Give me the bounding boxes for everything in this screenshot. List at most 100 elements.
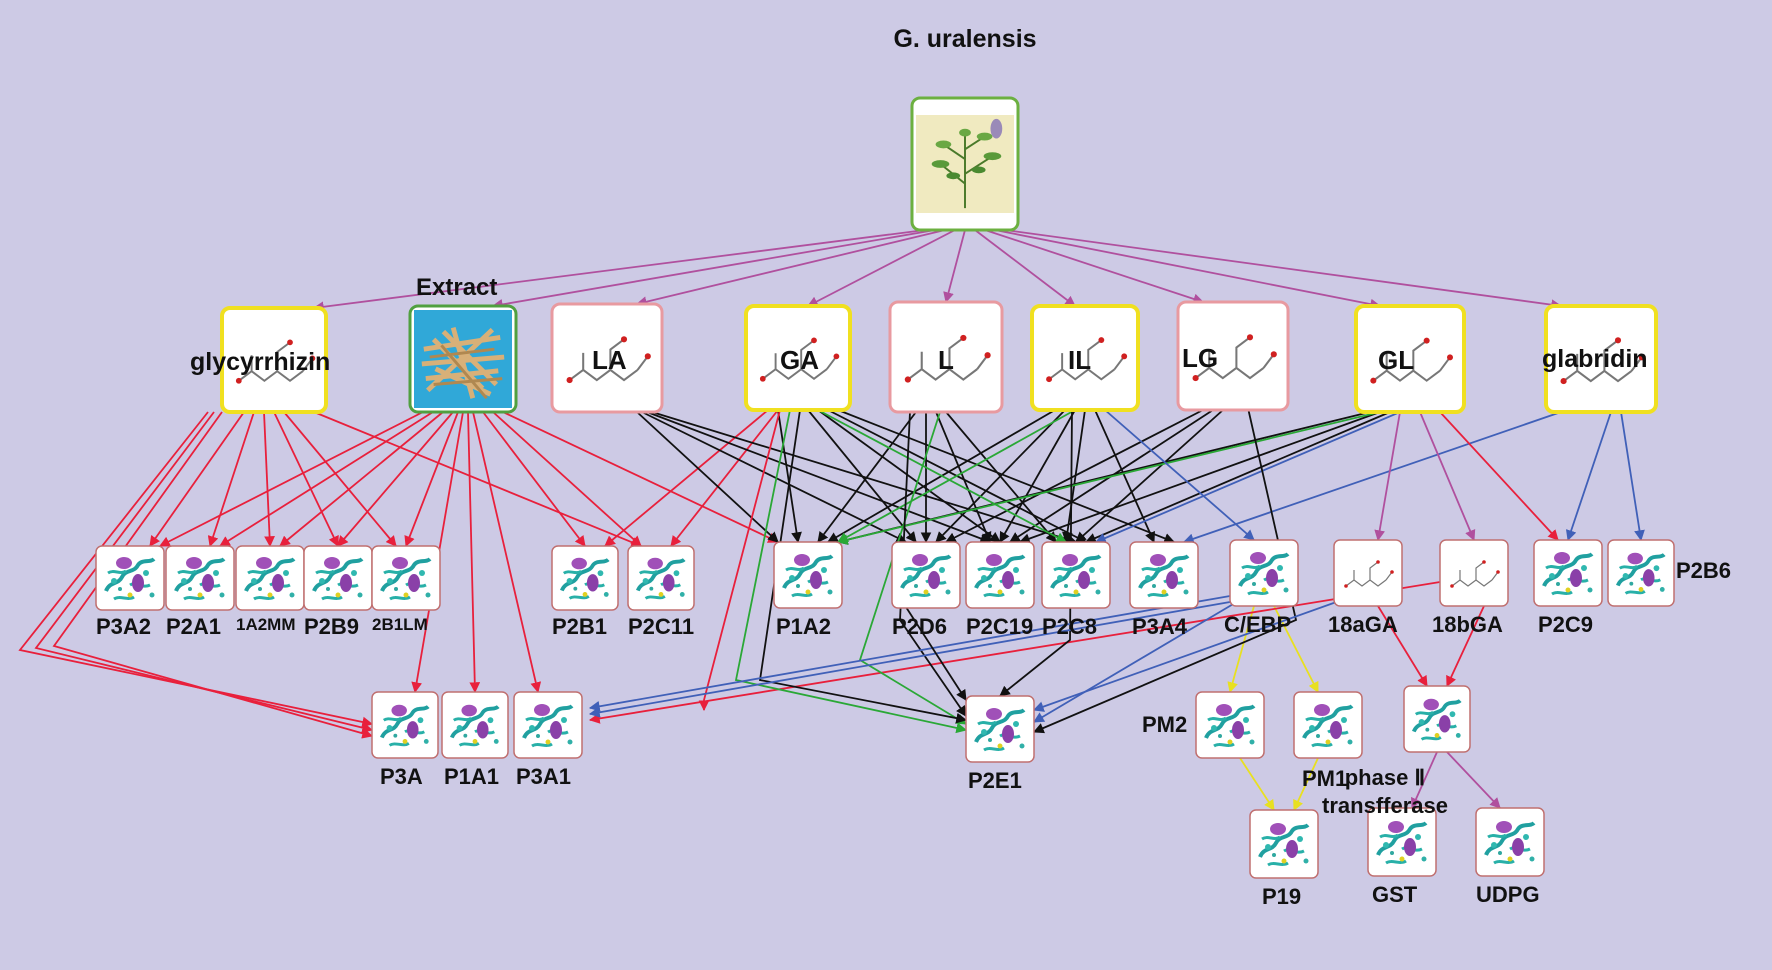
- label-p1a1: P1A1: [444, 764, 500, 789]
- herb-plant-image: [916, 113, 1014, 215]
- label-p2b1: P2B1: [552, 614, 608, 639]
- node-p2a1: [165, 545, 235, 611]
- edge-il-p2c19: [999, 409, 1076, 543]
- label-p3a: P3A: [380, 764, 423, 789]
- label-p2b1lm: 2B1LM: [372, 615, 428, 634]
- edge-root-glycyrrhizin: [312, 229, 926, 313]
- edge-ga-p2c8: [817, 409, 1067, 543]
- edge-cebp-pm2: [1227, 605, 1255, 694]
- edge-gl-p2c8: [1085, 411, 1391, 544]
- label-udpg: UDPG: [1476, 882, 1540, 907]
- edge-ga-p2d6: [807, 409, 917, 543]
- edge-glycyrrhizin-p2b1lm: [283, 411, 397, 547]
- label-lg: LG: [1182, 343, 1219, 373]
- edge-extract-p2b9: [337, 411, 454, 547]
- edge-ga-p1a2: [777, 409, 802, 544]
- edge-root-la: [635, 229, 946, 307]
- label-la: LA: [592, 345, 627, 375]
- label-ga: GA: [780, 345, 819, 375]
- node-p2e1: [965, 695, 1035, 763]
- label-p3a4: P3A4: [1132, 614, 1188, 639]
- node-pm1: [1293, 691, 1363, 759]
- edge-extract-p2a1: [219, 411, 434, 547]
- edge-la-p2d6: [641, 411, 907, 543]
- edge-extract-p2c11: [492, 411, 642, 547]
- label-cebp: C/EBP: [1224, 612, 1292, 637]
- edge-il-p1a2: [837, 409, 1076, 543]
- edge-l-p2c19: [935, 411, 992, 543]
- label-p3a1: P3A1: [516, 764, 572, 789]
- node-il: [1030, 304, 1140, 412]
- edge-gl-p1a2: [836, 411, 1381, 545]
- node-p19: [1249, 809, 1319, 879]
- node-l: [888, 300, 1004, 414]
- node-pm2: [1195, 691, 1265, 759]
- edge-glabridin-p2c9: [1565, 411, 1612, 542]
- edge-l-p2e1: [899, 411, 967, 717]
- edge-glabridin-p3a4: [1182, 411, 1562, 544]
- label-ga18a: 18aGA: [1328, 612, 1398, 637]
- edge-ga-p2c19: [817, 409, 1001, 543]
- label-il: IL: [1068, 345, 1092, 375]
- edge-glabridin-p2b6: [1620, 411, 1645, 542]
- edge-lg-p2e1: [1033, 407, 1298, 734]
- label-p2c19: P2C19: [966, 614, 1034, 639]
- node-p3a2: [95, 545, 165, 611]
- edge-extract-p2b1: [482, 411, 586, 547]
- node-p3a1: [513, 691, 583, 759]
- label-pm1: PM1: [1302, 766, 1348, 791]
- edge-glycyrrhizin-p3a: [18, 411, 374, 728]
- node-la: [550, 302, 664, 414]
- edge-il-cebp: [1104, 409, 1255, 541]
- edge-glycyrrhizin-p2a1: [207, 411, 255, 548]
- edge-cebp-pm1: [1273, 605, 1319, 693]
- label-p1a2: P1A2: [776, 614, 832, 639]
- node-udpg: [1475, 807, 1545, 877]
- node-p2b9: [303, 545, 373, 611]
- edge-gl-ga18a: [1374, 411, 1401, 542]
- edge-gl-p2c8: [1095, 411, 1401, 544]
- node-p1a2mm: [235, 545, 305, 611]
- node-ga18b: [1439, 539, 1509, 607]
- node-p2c19: [965, 541, 1035, 609]
- edge-glycyrrhizin-p2c11: [313, 411, 642, 548]
- node-p2b1: [551, 545, 619, 611]
- edge-ga18a-phase2: [1377, 605, 1428, 687]
- edge-lg-p2d6: [945, 409, 1204, 543]
- node-gst: [1367, 807, 1437, 877]
- edge-cebp-p2e1: [1033, 599, 1241, 723]
- edge-extract-p1a1: [467, 411, 481, 694]
- edge-extract-p1a2mm: [279, 411, 444, 547]
- edge-pm1-p19: [1293, 757, 1319, 811]
- edge-root-l: [943, 229, 966, 304]
- edge-ga-p3a1: [698, 409, 781, 712]
- node-ga: [744, 304, 852, 412]
- label-p2d6: P2D6: [892, 614, 948, 639]
- edge-cebp-p3a1: [588, 601, 1231, 718]
- edge-ga18b-phase2: [1446, 605, 1485, 687]
- node-phase2: [1403, 685, 1471, 753]
- edge-p2d6-p2e1: [903, 603, 967, 701]
- edge-gl-ga18b: [1419, 411, 1476, 541]
- node-p1a2: [773, 541, 843, 609]
- label-p19: P19: [1262, 884, 1302, 909]
- edge-glycyrrhizin-p2b9: [273, 411, 339, 547]
- edge-ga18b-p3a1: [588, 581, 1441, 724]
- edge-extract-p1a2: [502, 411, 779, 543]
- edge-glycyrrhizin-p3a: [52, 411, 374, 739]
- edge-ga-p2e1: [758, 409, 968, 724]
- edge-la-p2c19: [646, 411, 992, 544]
- edge-gl-p2c9: [1439, 411, 1559, 541]
- edge-glycyrrhizin-p3a: [34, 411, 374, 733]
- edge-ga-p2e1: [734, 409, 968, 734]
- edge-l-p2c8: [945, 411, 1057, 543]
- edge-root-gl: [994, 229, 1382, 310]
- edge-pm2-p19: [1239, 757, 1275, 811]
- node-p2b6: [1607, 539, 1675, 607]
- node-glabridin: [1544, 304, 1658, 414]
- label-p2a1: P2A1: [166, 614, 222, 639]
- label-gst: GST: [1372, 882, 1418, 907]
- node-ga18a: [1333, 539, 1403, 607]
- edge-il-p2e1: [999, 409, 1073, 697]
